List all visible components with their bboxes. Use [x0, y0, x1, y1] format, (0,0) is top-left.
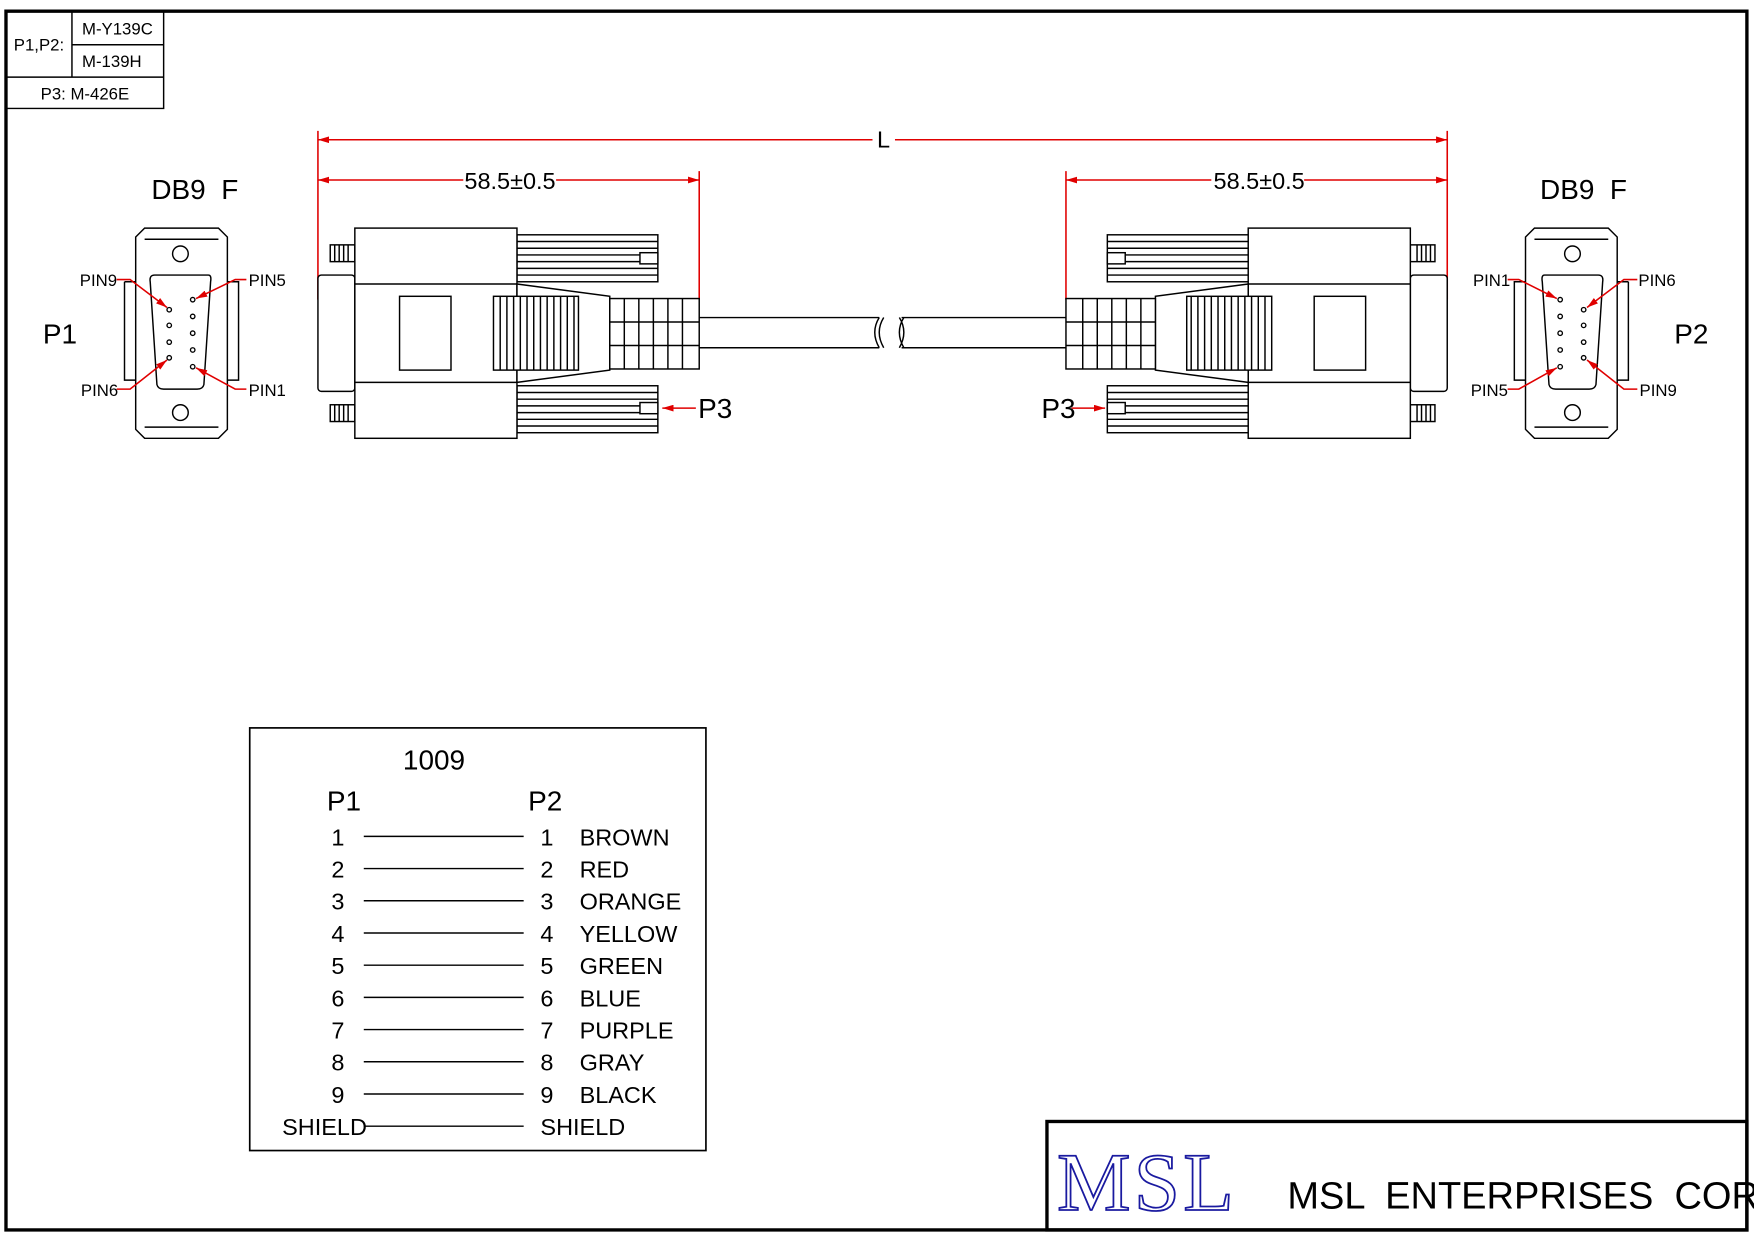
wire-color: YELLOW: [580, 921, 679, 947]
pin5-label: PIN5: [249, 271, 286, 290]
right-connector: P3: [1041, 227, 1448, 440]
wire-p1-pin: 3: [331, 889, 344, 915]
wire-p2-pin: 1: [540, 824, 553, 850]
col-p2: P2: [528, 786, 562, 817]
wire-p1-pin: 6: [331, 985, 344, 1011]
right-db9-face: PIN1 PIN6 PIN5 PIN9 DB9 F P2: [1471, 174, 1708, 440]
wiring-row: 5 5 GREEN: [331, 953, 663, 979]
part-number-2: M-139H: [82, 52, 142, 71]
parts-table: P1,P2: M-Y139C M-139H P3: M-426E: [5, 11, 165, 110]
msl-logo: MSL: [1057, 1136, 1237, 1228]
wire-p1-pin: 7: [331, 1018, 344, 1044]
company-name: MSL ENTERPRISES CORP.: [1287, 1176, 1754, 1218]
p3-left-label: P3: [698, 393, 732, 424]
p2-label: P2: [1674, 318, 1708, 349]
wire-p1-pin: SHIELD: [282, 1114, 367, 1140]
pin9-label-right: PIN9: [1640, 381, 1677, 400]
wire-color: ORANGE: [580, 889, 682, 915]
wire-p2-pin: SHIELD: [540, 1114, 625, 1140]
wire-color: BLACK: [580, 1082, 657, 1108]
left-connector: P3: [317, 227, 732, 440]
wire-color: RED: [580, 857, 630, 883]
dimension-overall: L: [877, 127, 890, 153]
pin6-label: PIN6: [81, 381, 118, 400]
right-connector-type: DB9 F: [1540, 174, 1627, 205]
title-block: MSL MSL ENTERPRISES CORP.: [1045, 1119, 1754, 1232]
wire-p2-pin: 3: [540, 889, 553, 915]
wire-p2-pin: 7: [540, 1018, 553, 1044]
wiring-row: 6 6 BLUE: [331, 985, 641, 1011]
left-db9-face: PIN9 PIN5 PIN6 PIN1 DB9 F P1: [43, 174, 286, 440]
p3-part-label: P3: M-426E: [41, 85, 130, 104]
wire-p2-pin: 8: [540, 1050, 553, 1076]
wiring-row: SHIELD SHIELD: [282, 1114, 625, 1140]
wire-color: PURPLE: [580, 1018, 674, 1044]
part-number-1: M-Y139C: [82, 20, 153, 39]
wire-color: BROWN: [580, 824, 670, 850]
wire-p1-pin: 1: [331, 824, 344, 850]
wiring-row: 7 7 PURPLE: [331, 1018, 673, 1044]
wire-p2-pin: 4: [540, 921, 553, 947]
wire-p2-pin: 6: [540, 985, 553, 1011]
wire-p2-pin: 2: [540, 857, 553, 883]
wiring-row: 2 2 RED: [331, 857, 629, 883]
wire-color: GREEN: [580, 953, 663, 979]
pin6-label-right: PIN6: [1638, 271, 1675, 290]
wiring-table: 1009 P1 P2 1 1 BROWN 2 2 RED 3 3 ORANGE 4 4 YELLOW 5…: [248, 727, 707, 1152]
p1p2-label: P1,P2:: [14, 35, 64, 54]
wiring-row: 1 1 BROWN: [331, 824, 669, 850]
wire-p1-pin: 8: [331, 1050, 344, 1076]
cable-number: 1009: [403, 744, 465, 775]
wiring-row: 8 8 GRAY: [331, 1050, 644, 1076]
wire-p2-pin: 5: [540, 953, 553, 979]
dimension-right: 58.5±0.5: [1214, 168, 1305, 194]
pin1-label: PIN1: [249, 381, 286, 400]
wire-p1-pin: 5: [331, 953, 344, 979]
col-p1: P1: [327, 786, 361, 817]
wire-p1-pin: 4: [331, 921, 344, 947]
wire-p1-pin: 9: [331, 1082, 344, 1108]
wiring-row: 9 9 BLACK: [331, 1082, 657, 1108]
dimension-lines: L 58.5±0.5 58.5±0.5: [317, 127, 1449, 300]
wire-color: GRAY: [580, 1050, 645, 1076]
cable: [699, 316, 1066, 349]
dimension-left: 58.5±0.5: [464, 168, 555, 194]
drawing-border: [4, 9, 1749, 1232]
pin5-label-right: PIN5: [1471, 381, 1508, 400]
pin9-label: PIN9: [80, 271, 117, 290]
p3-right-label: P3: [1041, 393, 1075, 424]
wiring-row: 4 4 YELLOW: [331, 921, 678, 947]
p1-label: P1: [43, 318, 77, 349]
wiring-row: 3 3 ORANGE: [331, 889, 681, 915]
pin1-label-right: PIN1: [1473, 271, 1510, 290]
wire-p1-pin: 2: [331, 857, 344, 883]
wire-color: BLUE: [580, 985, 641, 1011]
wire-p2-pin: 9: [540, 1082, 553, 1108]
left-connector-type: DB9 F: [151, 174, 238, 205]
